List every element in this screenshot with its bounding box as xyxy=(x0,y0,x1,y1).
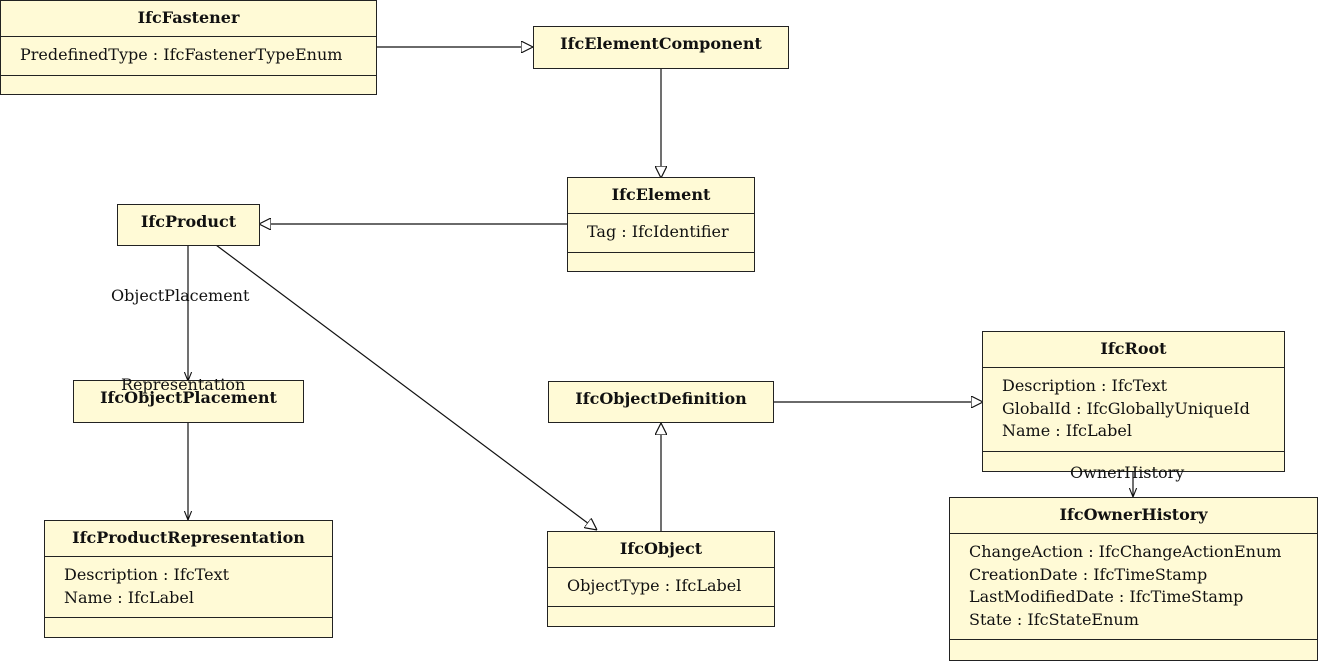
class-ifcelement[interactable]: IfcElement Tag : IfcIdentifier xyxy=(567,177,755,272)
product-to-object-generalization xyxy=(215,244,597,530)
class-ifcfastener-name: IfcFastener xyxy=(1,1,376,37)
class-ifcelement-name: IfcElement xyxy=(568,178,754,214)
class-ifcelement-attributes: Tag : IfcIdentifier xyxy=(568,214,754,253)
class-ifcelement-operations xyxy=(568,253,754,271)
class-ifcobjectdefinition-name: IfcObjectDefinition xyxy=(575,389,747,408)
attribute: CreationDate : IfcTimeStamp xyxy=(969,564,1208,584)
attribute: Tag : IfcIdentifier xyxy=(587,222,729,241)
attribute: PredefinedType : IfcFastenerTypeEnum xyxy=(20,45,343,64)
class-ifcfastener-attributes: PredefinedType : IfcFastenerTypeEnum xyxy=(1,37,376,76)
class-ifcproductrepresentation-attributes: Description : IfcText Name : IfcLabel xyxy=(45,557,332,618)
attribute: LastModifiedDate : IfcTimeStamp xyxy=(969,587,1244,606)
attribute: Description : IfcText xyxy=(64,565,230,584)
class-ifcelementcomponent[interactable]: IfcElementComponent xyxy=(533,26,789,69)
class-ifcownerhistory[interactable]: IfcOwnerHistory ChangeAction : IfcChange… xyxy=(949,497,1318,661)
class-ifcelementcomponent-name: IfcElementComponent xyxy=(560,34,762,53)
attribute: State : IfcStateEnum xyxy=(969,609,1139,629)
class-ifcobjectdefinition[interactable]: IfcObjectDefinition xyxy=(548,381,774,423)
attribute: ChangeAction : IfcChangeActionEnum xyxy=(969,542,1282,561)
attribute: GlobalId : IfcGloballyUniqueId xyxy=(1002,398,1250,418)
class-ifcobject-operations xyxy=(548,607,774,625)
class-ifcownerhistory-operations xyxy=(950,640,1317,658)
attribute: Name : IfcLabel xyxy=(1002,421,1132,440)
class-ifcfastener-operations xyxy=(1,76,376,94)
attribute: ObjectType : IfcLabel xyxy=(567,576,742,595)
class-ifcroot-attributes: Description : IfcText GlobalId : IfcGlob… xyxy=(983,368,1284,452)
class-ifcownerhistory-attributes: ChangeAction : IfcChangeActionEnum Creat… xyxy=(950,534,1317,640)
role-label-objectplacement: ObjectPlacement xyxy=(111,286,250,305)
class-ifcproductrepresentation-operations xyxy=(45,618,332,636)
class-ifcobject[interactable]: IfcObject ObjectType : IfcLabel xyxy=(547,531,775,627)
class-ifcproductrepresentation[interactable]: IfcProductRepresentation Description : I… xyxy=(44,520,333,638)
role-label-representation: Representation xyxy=(121,375,246,394)
class-ifcobject-attributes: ObjectType : IfcLabel xyxy=(548,568,774,607)
class-ifcownerhistory-name: IfcOwnerHistory xyxy=(950,498,1317,534)
role-label-ownerhistory: OwnerHistory xyxy=(1070,463,1185,482)
class-ifcproductrepresentation-name: IfcProductRepresentation xyxy=(45,521,332,557)
class-ifcobjectplacement-name: IfcObjectPlacement xyxy=(100,388,277,407)
attribute: Description : IfcText xyxy=(1002,376,1168,395)
class-ifcroot[interactable]: IfcRoot Description : IfcText GlobalId :… xyxy=(982,331,1285,472)
class-ifcobject-name: IfcObject xyxy=(548,532,774,568)
class-ifcproduct-name: IfcProduct xyxy=(140,212,237,231)
class-ifcroot-name: IfcRoot xyxy=(983,332,1284,368)
class-ifcproduct[interactable]: IfcProduct xyxy=(117,204,260,246)
class-ifcfastener[interactable]: IfcFastener PredefinedType : IfcFastener… xyxy=(0,0,377,95)
class-ifcobjectplacement[interactable]: IfcObjectPlacement xyxy=(73,380,304,423)
attribute: Name : IfcLabel xyxy=(64,587,194,607)
